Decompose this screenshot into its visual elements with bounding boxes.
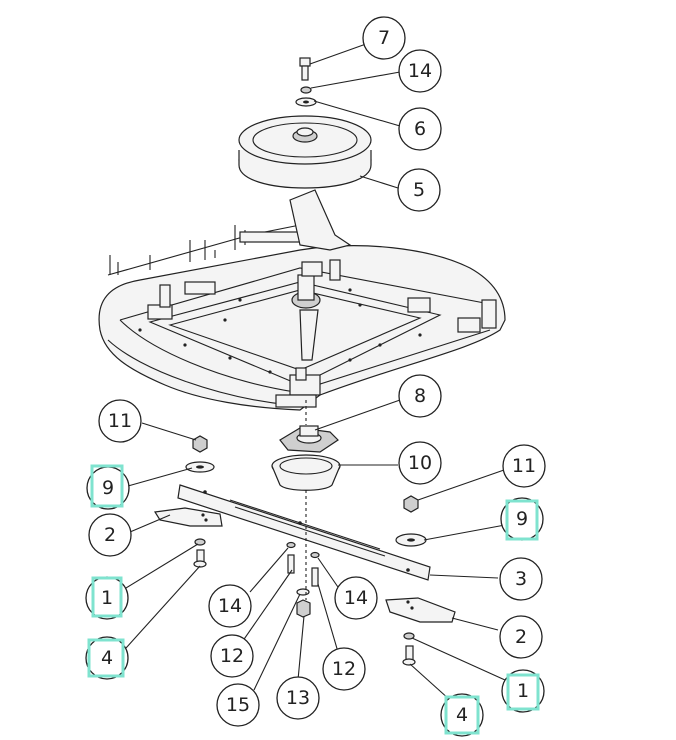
svg-text:1: 1 xyxy=(101,587,113,609)
svg-text:6: 6 xyxy=(414,118,426,140)
highlight-box xyxy=(505,499,539,541)
highlight-box xyxy=(444,695,480,735)
hardware xyxy=(185,400,427,666)
left-blade xyxy=(153,507,223,527)
callout-11: 11 xyxy=(502,444,546,488)
callout-13: 13 xyxy=(276,676,320,720)
pulley xyxy=(238,115,372,189)
svg-text:13: 13 xyxy=(286,687,310,709)
svg-text:9: 9 xyxy=(102,477,114,499)
svg-text:4: 4 xyxy=(101,647,113,669)
svg-text:7: 7 xyxy=(378,27,390,49)
svg-text:3: 3 xyxy=(515,568,527,590)
highlight-box xyxy=(87,638,125,678)
svg-text:12: 12 xyxy=(220,645,244,667)
callout-1: 1 xyxy=(85,576,129,620)
callout-14: 14 xyxy=(398,49,442,93)
callout-4: 4 xyxy=(85,636,129,680)
svg-text:11: 11 xyxy=(512,455,536,477)
leader-lines xyxy=(125,43,506,701)
callout-11: 11 xyxy=(98,399,142,443)
callout-3: 3 xyxy=(499,557,543,601)
svg-text:15: 15 xyxy=(226,694,250,716)
callout-10: 10 xyxy=(398,441,442,485)
bearing-housing xyxy=(279,425,339,453)
callout-9: 9 xyxy=(86,464,130,510)
callout-14: 14 xyxy=(334,576,378,620)
mower-deck xyxy=(98,189,506,411)
blade-cup xyxy=(271,454,341,491)
highlight-box xyxy=(90,464,124,508)
callout-12: 12 xyxy=(210,634,254,678)
svg-text:9: 9 xyxy=(516,508,528,530)
callouts: 7 14 6 5 8 11 9 10 xyxy=(85,16,546,737)
callout-2: 2 xyxy=(499,615,543,659)
callout-1: 1 xyxy=(501,669,545,713)
blade-bar xyxy=(177,484,431,581)
callout-7: 7 xyxy=(362,16,406,60)
svg-text:14: 14 xyxy=(344,587,368,609)
svg-text:5: 5 xyxy=(413,179,425,201)
svg-text:2: 2 xyxy=(515,626,527,648)
svg-text:2: 2 xyxy=(104,524,116,546)
svg-text:10: 10 xyxy=(408,452,432,474)
callout-12: 12 xyxy=(322,647,366,691)
svg-text:8: 8 xyxy=(414,385,426,407)
callout-5: 5 xyxy=(397,168,441,212)
callout-15: 15 xyxy=(216,683,260,727)
svg-text:14: 14 xyxy=(218,595,242,617)
highlight-box xyxy=(506,673,540,711)
right-blade xyxy=(385,597,456,623)
svg-text:1: 1 xyxy=(517,680,529,702)
highlight-box xyxy=(91,576,123,618)
svg-text:14: 14 xyxy=(408,60,432,82)
pulley-fasteners xyxy=(295,57,317,107)
svg-text:4: 4 xyxy=(456,704,468,726)
svg-text:12: 12 xyxy=(332,658,356,680)
svg-text:11: 11 xyxy=(108,410,132,432)
callout-14: 14 xyxy=(208,584,252,628)
callout-6: 6 xyxy=(398,107,442,151)
callout-4: 4 xyxy=(440,693,484,737)
callout-2: 2 xyxy=(88,513,132,557)
callout-8: 8 xyxy=(398,374,442,418)
callout-9: 9 xyxy=(500,497,544,541)
